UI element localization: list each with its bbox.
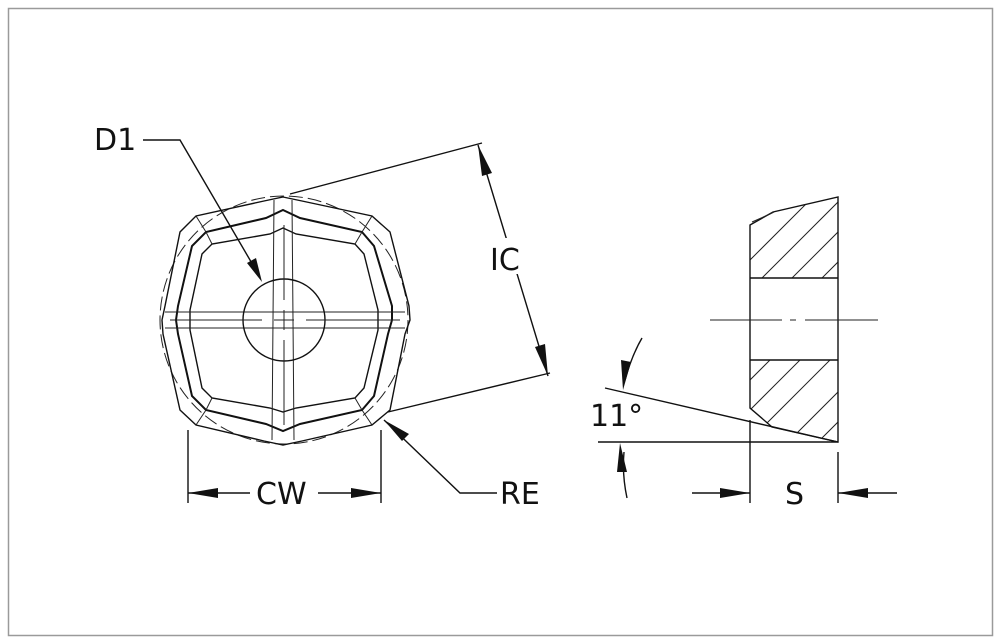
drawing-frame	[7, 7, 994, 637]
ic-label-mask	[488, 238, 528, 274]
outer-contour	[161, 196, 411, 446]
s-arrowhead-right	[838, 488, 868, 498]
label-clearance-angle: 11°	[590, 399, 643, 434]
inscribed-circle	[159, 195, 409, 445]
cw-arrowhead-left	[188, 488, 218, 498]
label-ic: IC	[490, 243, 520, 278]
cw-arrowhead-right	[351, 488, 381, 498]
label-d1: D1	[94, 123, 136, 158]
insert-top-view: D1 IC CW RE	[94, 123, 551, 512]
label-s: S	[785, 477, 804, 512]
edge-chamfer	[751, 211, 775, 223]
section-hatch-bottom	[750, 360, 838, 442]
angle-arrowhead-top	[621, 360, 631, 390]
hole-section-lines	[750, 277, 838, 361]
ic-arrowhead-bottom	[535, 344, 548, 376]
inner-contour	[189, 227, 379, 413]
cw-dimension-lines	[187, 430, 382, 503]
d1-arrowhead	[247, 258, 262, 282]
s-dimension-lines	[692, 420, 897, 503]
ic-arrowhead-top	[478, 145, 492, 176]
re-arrowhead	[384, 420, 409, 441]
d1-leader-line	[143, 139, 258, 273]
s-arrowhead-left	[720, 488, 750, 498]
section-hatch-top	[750, 197, 838, 278]
re-leader-line	[383, 419, 497, 494]
insert-side-view: 11° S	[590, 196, 897, 512]
angle-arrowhead-bottom	[617, 443, 627, 472]
label-re: RE	[500, 477, 540, 512]
cutting-edge-contour	[174, 208, 393, 433]
label-cw: CW	[256, 477, 307, 512]
clearance-angle-lines	[598, 387, 839, 443]
center-lines	[170, 225, 400, 425]
